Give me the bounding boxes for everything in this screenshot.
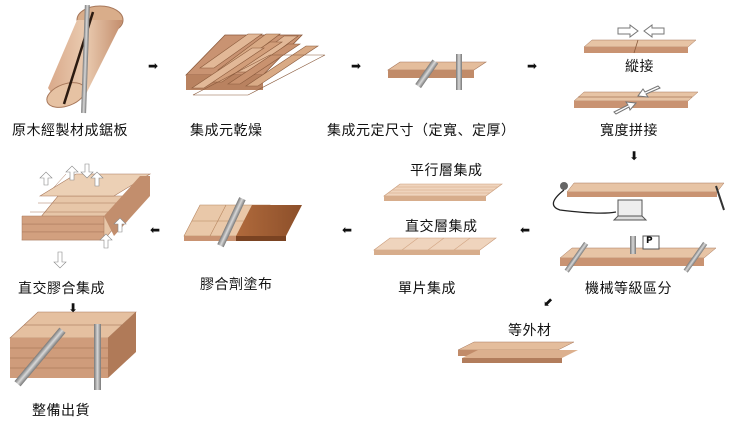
step-adhesive-label: 膠合劑塗布 xyxy=(200,277,273,293)
arrow-down-icon: ⬇ xyxy=(68,301,79,315)
step-finger-joint-label: 縱接 xyxy=(625,59,654,75)
cross-press-graphic xyxy=(21,163,152,269)
finger-joint-graphic xyxy=(583,24,697,54)
arrow-left-icon: ⬅ xyxy=(520,223,531,237)
step-drying-label: 集成元乾燥 xyxy=(190,123,263,139)
step-cross-label: 直交層集成 xyxy=(405,219,478,235)
off-grade-graphic xyxy=(457,341,578,363)
layer-sheets-graphic xyxy=(373,183,503,255)
finished-product-graphic xyxy=(9,311,137,390)
arrow-down-icon: ⬇ xyxy=(629,149,640,163)
drying-stack-graphic xyxy=(185,33,326,96)
step-off-grade-label: 等外材 xyxy=(508,323,552,339)
step-edge-glue-label: 寬度拼接 xyxy=(600,123,658,139)
adhesive-graphic xyxy=(183,197,302,248)
step-sizing-label: 集成元定尺寸（定寬、定厚） xyxy=(327,123,516,139)
arrow-left-icon: ⬅ xyxy=(150,223,161,237)
arrow-down-left-icon: ⬋ xyxy=(543,295,554,309)
step-finish-label: 整備出貨 xyxy=(32,403,90,419)
grading-graphic xyxy=(552,182,725,273)
step-single-layer-label: 單片集成 xyxy=(398,281,456,297)
grading-marker: P xyxy=(646,236,654,246)
arrow-right-icon: ➡ xyxy=(148,59,159,73)
step-cross-press-label: 直交膠合集成 xyxy=(18,281,105,297)
sizing-graphic xyxy=(387,54,487,90)
arrow-right-icon: ➡ xyxy=(527,59,538,73)
step-parallel-label: 平行層集成 xyxy=(410,163,483,179)
arrow-left-icon: ⬅ xyxy=(342,223,353,237)
step-grading-label: 機械等級區分 xyxy=(585,281,672,297)
step-sawing-label: 原木經製材成鋸板 xyxy=(12,123,128,139)
log-sawing-graphic xyxy=(46,4,124,114)
arrow-right-icon: ➡ xyxy=(351,59,362,73)
edge-glue-graphic xyxy=(573,85,699,115)
